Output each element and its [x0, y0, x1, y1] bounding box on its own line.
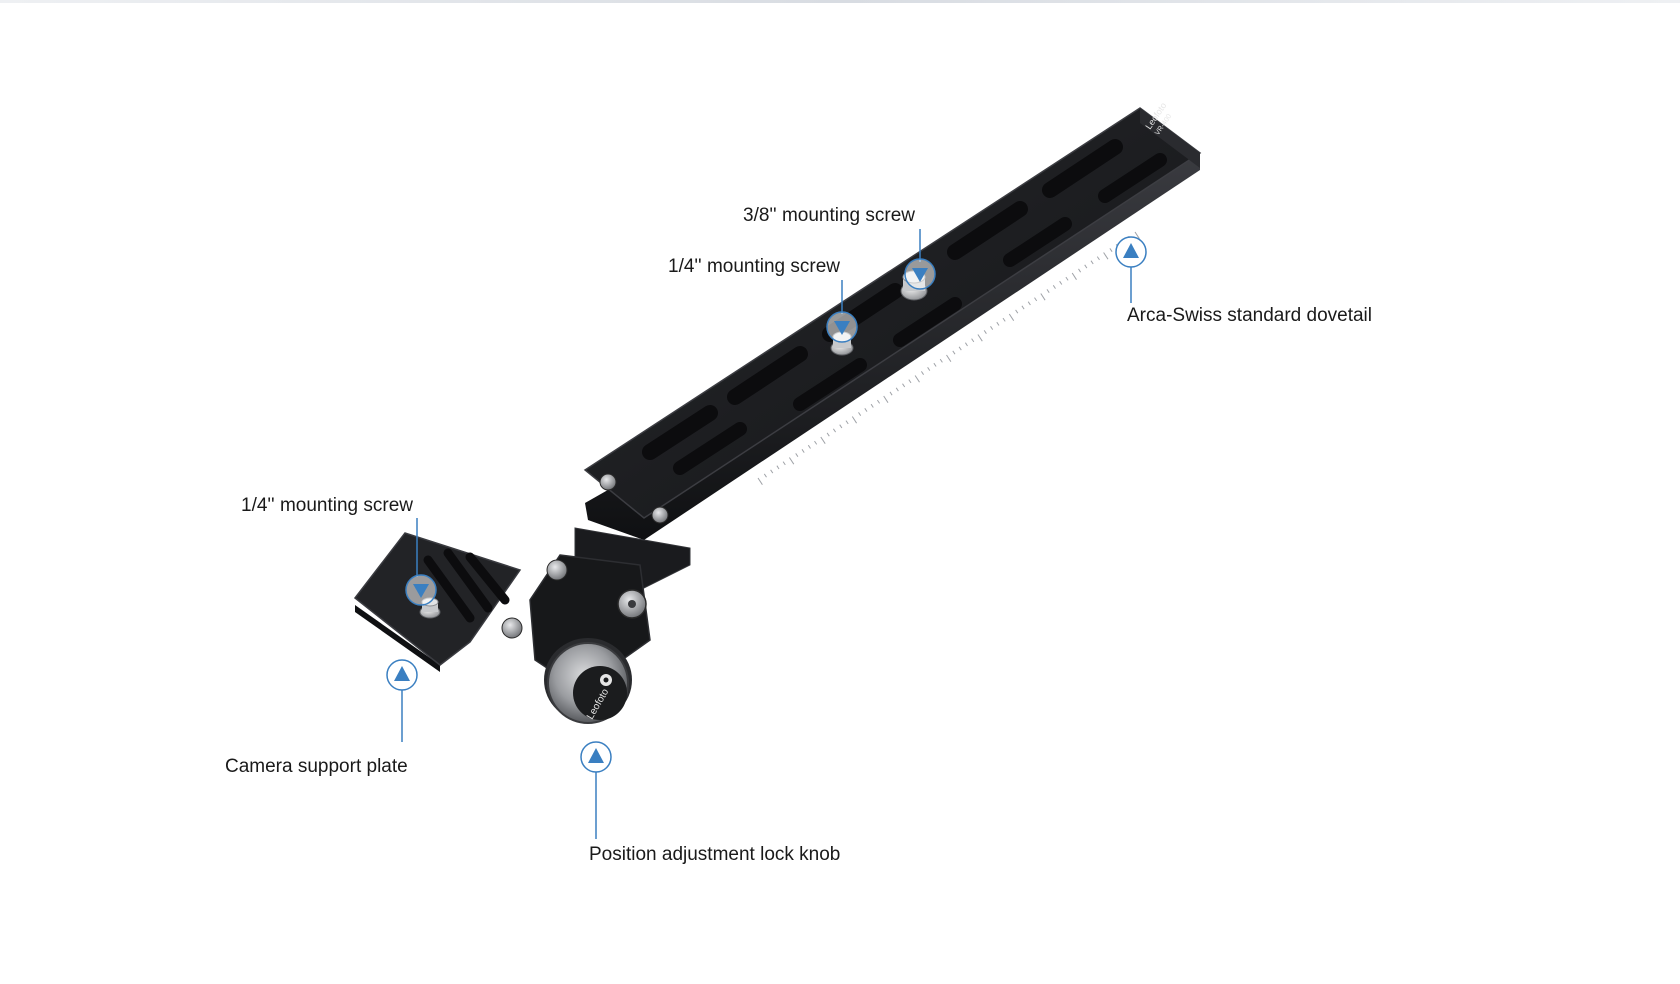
arrow-down-icon — [834, 321, 850, 335]
scale-tick — [1040, 293, 1046, 301]
rail-bolt — [651, 506, 669, 524]
scale-tick — [964, 342, 968, 347]
scale-tick — [858, 412, 862, 416]
scale-tick — [1096, 256, 1100, 261]
rail-slots — [642, 139, 1167, 475]
scale-tick — [807, 444, 811, 449]
scale-tick — [1078, 268, 1082, 273]
scale-tick — [1015, 309, 1019, 314]
scale-tick — [1084, 264, 1088, 269]
callout-mount-38-top: 3/8'' mounting screw — [743, 205, 936, 290]
scale-tick — [895, 387, 899, 392]
callout-label-camera-plate: Camera support plate — [225, 756, 408, 777]
scale-tick — [1134, 231, 1140, 239]
scale-tick — [1065, 276, 1069, 281]
scale-tick — [977, 334, 983, 342]
scale-tick — [933, 362, 937, 367]
arrow-down-icon — [413, 584, 429, 598]
scale-tick — [851, 416, 858, 424]
scale-tick — [1046, 289, 1050, 293]
scale-tick — [1071, 272, 1077, 280]
scale-tick — [1034, 297, 1038, 302]
scale-tick — [990, 326, 994, 330]
callout-lock-knob: Position adjustment lock knob — [580, 741, 840, 865]
scale-tick — [826, 432, 830, 437]
scale-tick — [795, 453, 799, 457]
nodal-rail-product: Leofoto VR-400 — [353, 101, 1202, 724]
scale-tick — [1008, 313, 1015, 321]
scale-tick — [920, 371, 925, 375]
arrow-up-icon — [1123, 243, 1139, 258]
callout-label-mount-38: 3/8'' mounting screw — [743, 205, 915, 226]
arrow-up-icon — [588, 748, 604, 763]
scale-tick — [914, 375, 920, 383]
scale-tick — [776, 465, 780, 470]
scale-tick — [864, 408, 868, 412]
scale-tick — [946, 354, 952, 362]
scale-tick — [788, 457, 795, 465]
scale-tick — [782, 461, 786, 466]
scale-tick — [889, 391, 893, 396]
scale-tick — [763, 473, 767, 478]
scale-tick — [908, 379, 912, 384]
scale-tick — [996, 321, 1000, 326]
scale-tick — [832, 428, 837, 433]
scale-tick — [1059, 280, 1063, 285]
rail-end-cap — [1140, 108, 1200, 168]
rail-top-face — [583, 107, 1202, 519]
arrow-up-icon — [394, 666, 410, 681]
scale-tick — [814, 440, 818, 445]
scale-tick — [902, 383, 906, 388]
scale-tick — [757, 477, 763, 485]
callout-label-lock-knob: Position adjustment lock knob — [589, 844, 840, 865]
scale-tick — [927, 367, 931, 371]
scale-tick — [845, 420, 849, 425]
scale-tick — [876, 399, 881, 404]
scale-tick — [1090, 260, 1094, 265]
callout-mount-14-top: 1/4'' mounting screw — [668, 256, 858, 343]
lock-knob: Leofoto — [544, 638, 632, 724]
hinge-pin-socket — [628, 600, 636, 608]
scale-tick — [1103, 252, 1109, 260]
camera-plate-slots — [423, 548, 510, 623]
scale-tick — [958, 346, 962, 351]
rail-bolt — [599, 473, 617, 491]
callout-camera-plate: Camera support plate — [225, 659, 418, 777]
scale-tick — [1052, 285, 1056, 289]
scale-tick — [971, 338, 975, 343]
scale-tick — [770, 469, 774, 474]
hinge-pin — [546, 559, 568, 581]
scale-tick — [839, 424, 843, 429]
camera-plate-top — [353, 532, 522, 666]
rail-scale — [757, 231, 1140, 485]
scale-tick — [1027, 301, 1031, 306]
scale-tick — [801, 449, 805, 453]
callout-layer: 3/8'' mounting screw 1/4'' mounting scre… — [225, 205, 1372, 865]
camera-plate-side — [355, 605, 440, 672]
scale-tick — [1002, 317, 1006, 322]
scale-tick — [820, 436, 826, 444]
scale-tick — [939, 358, 943, 363]
callout-dovetail: Arca-Swiss standard dovetail — [1115, 236, 1372, 326]
callout-mount-14-plate: 1/4'' mounting screw — [241, 495, 437, 606]
scale-tick — [1021, 305, 1025, 310]
scale-tick — [952, 350, 956, 355]
callout-label-dovetail: Arca-Swiss standard dovetail — [1127, 305, 1372, 326]
callout-label-mount-14-top: 1/4'' mounting screw — [668, 256, 840, 277]
scale-tick — [1109, 248, 1113, 252]
scale-tick — [983, 330, 987, 334]
arrow-down-icon — [912, 268, 928, 282]
scale-tick — [870, 403, 874, 408]
hinge-pin — [501, 617, 523, 639]
callout-label-mount-14-plate: 1/4'' mounting screw — [241, 495, 413, 516]
scale-tick — [883, 395, 889, 403]
top-divider — [0, 0, 1680, 3]
